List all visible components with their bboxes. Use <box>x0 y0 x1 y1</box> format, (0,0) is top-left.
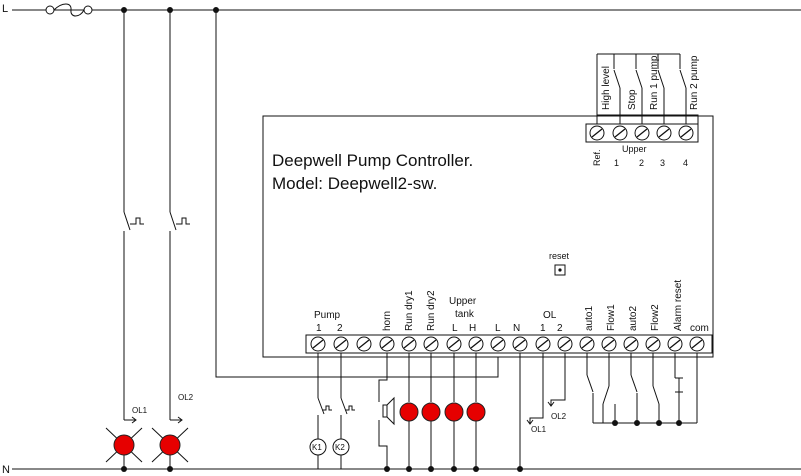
controller-title: Deepwell Pump Controller. <box>272 151 473 170</box>
ol-circuit-ol2-label: OL2 <box>551 412 567 421</box>
horn-symbol <box>378 353 395 472</box>
auto2-label: auto2 <box>628 306 639 331</box>
bottom-terminal-screw-4 <box>401 336 417 352</box>
upper-terminal-screw-1 <box>612 125 628 141</box>
bottom-terminal-screw-16 <box>667 336 683 352</box>
bottom-terminal-screw-1 <box>333 336 349 352</box>
upper-group-label: Upper <box>622 144 647 154</box>
flow1-label: Flow1 <box>606 304 617 331</box>
line-rail-label: L <box>2 3 8 15</box>
ol-circuit-ol1-label: OL1 <box>531 425 547 434</box>
auto1-label: auto1 <box>584 306 595 331</box>
bottom-terminal-screw-15 <box>645 336 661 352</box>
ol-circuit: OL1 OL2 <box>526 353 567 434</box>
bottom-terminal-screw-8 <box>490 336 506 352</box>
upper-num-2: 2 <box>639 158 644 168</box>
auto-flow-switches <box>586 353 698 426</box>
reset-label: reset <box>549 251 570 261</box>
flow2-label: Flow2 <box>650 304 661 331</box>
pump-num-1: 1 <box>316 323 322 334</box>
bottom-terminal-screw-7 <box>468 336 484 352</box>
bottom-terminal-screw-0 <box>310 336 326 352</box>
bottom-terminal-screw-11 <box>557 336 573 352</box>
bottom-terminal-screw-6 <box>446 336 462 352</box>
fuse-symbol <box>45 3 93 17</box>
ol-num-1: 1 <box>540 323 546 334</box>
indicator-lamps <box>399 353 486 472</box>
run-dry1-label: Run dry1 <box>404 290 415 331</box>
pump2-branch: OL2 <box>151 10 194 472</box>
bottom-terminal-screw-13 <box>601 336 617 352</box>
pump-label: Pump <box>314 310 341 321</box>
power-L-label: L <box>495 323 501 334</box>
controller-box: Deepwell Pump Controller. Model: Deepwel… <box>262 115 714 358</box>
ref-label: Ref. <box>592 149 602 166</box>
bottom-terminal-screw-14 <box>623 336 639 352</box>
upper-terminal-screw-3 <box>656 125 672 141</box>
coil-k2-label: K2 <box>335 443 345 452</box>
switch-label-high-level: High level <box>601 66 612 110</box>
switch-label-stop: Stop <box>627 89 638 110</box>
alarm-reset-label: Alarm reset <box>673 280 684 331</box>
com-label: com <box>690 323 709 334</box>
power-N-label: N <box>513 323 520 334</box>
upper-tank-label-1: Upper <box>449 296 477 307</box>
ol2-label: OL2 <box>178 393 194 402</box>
upper-num-4: 4 <box>683 158 688 168</box>
upper-tank-H: H <box>469 323 476 334</box>
switch-label-run1: Run 1 pump <box>649 55 660 110</box>
line-rail: L <box>2 3 801 15</box>
pump1-branch: OL1 <box>105 10 148 472</box>
run-dry2-label: Run dry2 <box>426 290 437 331</box>
coil-k1-label: K1 <box>312 443 322 452</box>
ol-num-2: 2 <box>557 323 563 334</box>
pump1-lamp <box>105 427 143 463</box>
switch-label-run2: Run 2 pump <box>689 55 700 110</box>
coil-k1: K1 <box>309 438 327 456</box>
upper-tank-L: L <box>452 323 458 334</box>
pump2-lamp <box>151 427 189 463</box>
coil-k2: K2 <box>332 438 350 456</box>
coil-circuits: K1 K2 <box>309 353 355 469</box>
controller-model: Model: Deepwell2-sw. <box>272 174 437 193</box>
bottom-terminal-screw-17 <box>689 336 705 352</box>
bottom-terminal-screw-9 <box>512 336 528 352</box>
upper-switches: High level Stop Run 1 pump Run 2 pump <box>596 53 700 124</box>
bottom-terminal-screw-12 <box>579 336 595 352</box>
ol-label: OL <box>543 310 557 321</box>
bottom-terminal-screw-3 <box>379 336 395 352</box>
upper-terminal-screw-0 <box>589 125 605 141</box>
reset-button[interactable] <box>554 264 566 276</box>
upper-terminal-block: Ref. Upper 1 2 3 4 <box>585 123 699 168</box>
neutral-rail-label: N <box>2 464 10 476</box>
upper-terminal-screw-2 <box>634 125 650 141</box>
upper-num-1: 1 <box>614 158 619 168</box>
bottom-terminal-screw-2 <box>356 336 372 352</box>
bottom-terminal-screw-5 <box>423 336 439 352</box>
ol1-label: OL1 <box>132 406 148 415</box>
pump-num-2: 2 <box>337 323 343 334</box>
bottom-terminal-screw-10 <box>535 336 551 352</box>
upper-tank-label-2: tank <box>455 309 475 320</box>
horn-label: horn <box>382 311 393 331</box>
bottom-terminal-block: Pump 1 2 horn Run dry1 Run dry2 Upper ta… <box>305 280 713 354</box>
upper-terminal-screw-4 <box>678 125 694 141</box>
upper-num-3: 3 <box>660 158 665 168</box>
